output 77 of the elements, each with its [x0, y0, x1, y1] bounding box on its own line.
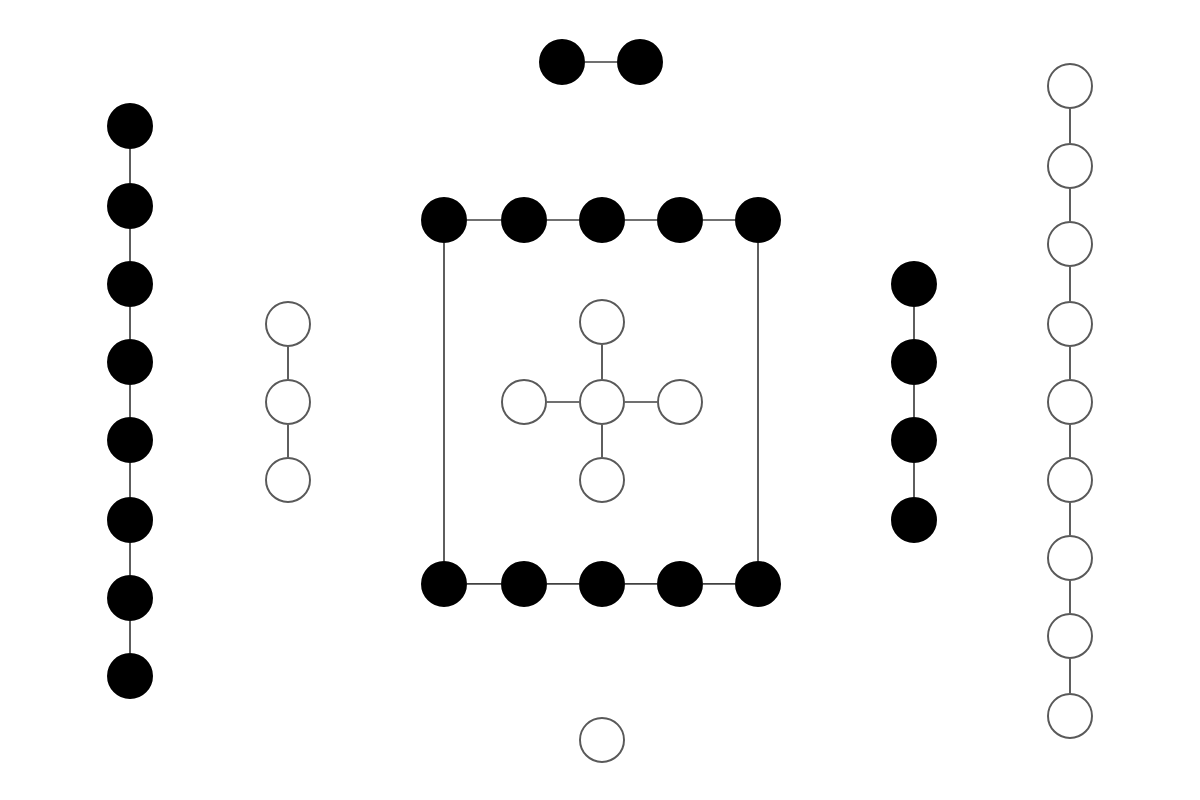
- dot: [107, 417, 153, 463]
- circle: [579, 717, 625, 763]
- connector-line: [129, 462, 131, 498]
- connector-line: [624, 583, 658, 585]
- dot: [421, 561, 467, 607]
- circle: [579, 457, 625, 503]
- connector-line: [466, 219, 502, 221]
- dot: [107, 183, 153, 229]
- connector-line: [466, 583, 502, 585]
- connector-line: [601, 344, 603, 380]
- connector-line: [129, 620, 131, 654]
- dot: [107, 497, 153, 543]
- circle: [1047, 143, 1093, 189]
- connector-line: [624, 219, 658, 221]
- connector-line: [757, 242, 759, 562]
- connector-line: [913, 306, 915, 340]
- dot: [617, 39, 663, 85]
- connector-line: [601, 424, 603, 458]
- connector-line: [443, 242, 445, 562]
- connector-line: [1069, 502, 1071, 536]
- connector-line: [1069, 108, 1071, 144]
- connector-line: [1069, 188, 1071, 222]
- connector-line: [129, 542, 131, 576]
- connector-line: [1069, 346, 1071, 380]
- dot: [657, 197, 703, 243]
- dot: [501, 197, 547, 243]
- dot: [107, 103, 153, 149]
- dot: [421, 197, 467, 243]
- circle: [1047, 692, 1093, 739]
- circle: [657, 379, 703, 425]
- circle: [265, 379, 311, 425]
- connector-line: [1069, 424, 1071, 458]
- connector-line: [287, 346, 289, 380]
- connector-line: [584, 61, 618, 63]
- connector-line: [546, 219, 580, 221]
- connector-line: [129, 148, 131, 184]
- dot: [107, 339, 153, 385]
- connector-line: [287, 424, 289, 458]
- connector-line: [1069, 658, 1071, 694]
- connector-line: [1069, 266, 1071, 302]
- circle: [1047, 379, 1093, 425]
- circle: [1047, 613, 1093, 659]
- dot: [539, 39, 585, 85]
- dot: [579, 197, 625, 243]
- dot: [657, 561, 703, 607]
- connector-line: [913, 462, 915, 498]
- dot: [107, 653, 153, 699]
- circle: [579, 299, 625, 345]
- dot: [891, 261, 937, 307]
- circle: [265, 301, 311, 347]
- dot: [107, 575, 153, 621]
- connector-line: [129, 306, 131, 340]
- circle: [1047, 535, 1093, 581]
- connector-line: [129, 384, 131, 418]
- dot: [891, 497, 937, 543]
- dot: [735, 561, 781, 607]
- dot: [107, 261, 153, 307]
- connector-line: [702, 583, 736, 585]
- dot: [891, 339, 937, 385]
- connector-line: [624, 401, 658, 403]
- connector-line: [129, 228, 131, 262]
- dot: [891, 417, 937, 463]
- connector-line: [546, 401, 580, 403]
- connector-line: [546, 583, 580, 585]
- circle: [1047, 63, 1093, 109]
- circle: [1047, 221, 1093, 267]
- circle: [265, 457, 311, 503]
- circle: [1047, 457, 1093, 503]
- circle: [501, 379, 547, 425]
- connector-line: [702, 219, 736, 221]
- connector-line: [1069, 580, 1071, 614]
- connector-line: [913, 384, 915, 418]
- dot: [501, 561, 547, 607]
- dot: [579, 561, 625, 607]
- circle: [579, 379, 625, 425]
- circle: [1047, 301, 1093, 347]
- dot: [735, 197, 781, 243]
